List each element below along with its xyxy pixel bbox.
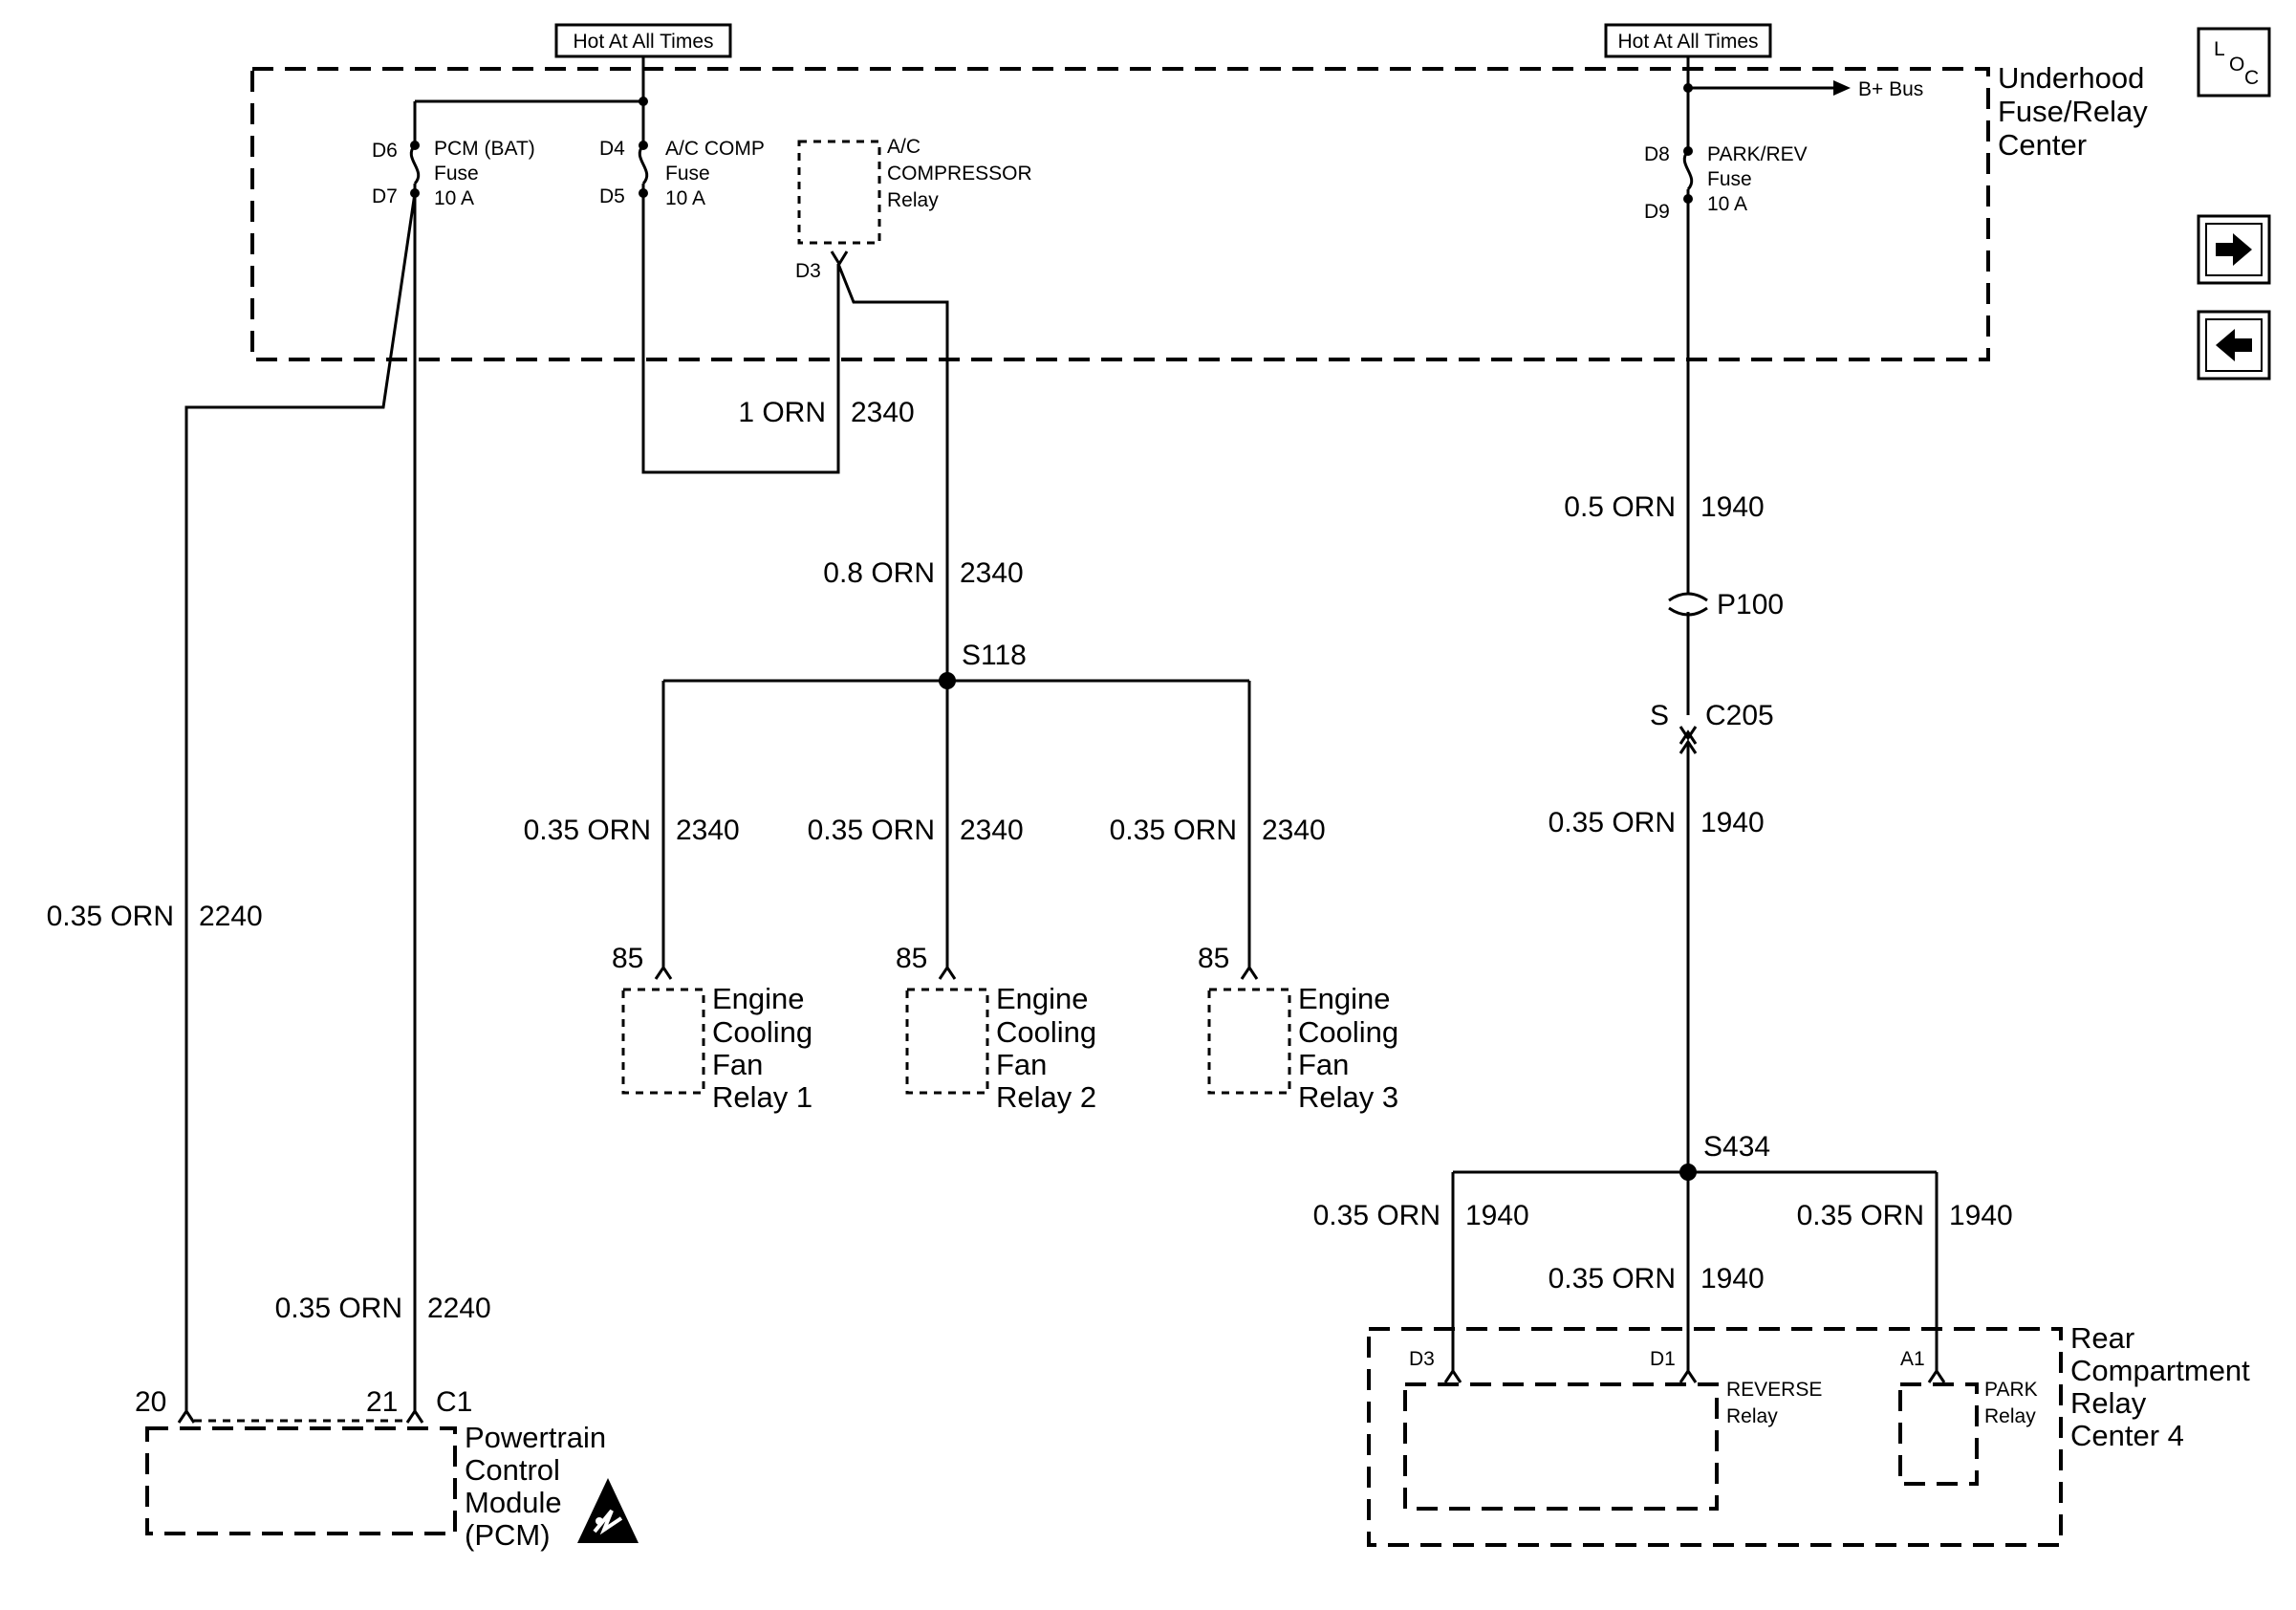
rear-pin-a1: A1 [1900, 1348, 1925, 1370]
fan-relay-2-label: Engine Cooling Fan Relay 2 [996, 982, 1105, 1114]
pcm-module-label: Powertrain Control Module (PCM) [465, 1421, 615, 1552]
pcm-pin-21: 21 [366, 1386, 398, 1418]
fan1-gauge: 0.35 ORN [524, 815, 651, 846]
ac-comp-fuse [638, 141, 649, 198]
ac-loop-gauge: 1 ORN [738, 397, 826, 428]
left-arrow-icon [2216, 329, 2252, 361]
loc-o-glyph: O [2229, 54, 2244, 76]
rear-right-gauge: 0.35 ORN [1797, 1200, 1924, 1231]
park-fuse-label: PARK/REV Fuse 10 A [1707, 143, 1813, 215]
hot-label-left-text: Hot At All Times [573, 31, 713, 53]
rear-center-gauge: 0.35 ORN [1549, 1263, 1676, 1295]
ac-fuse-symbol [638, 143, 649, 185]
c205-connector [1679, 726, 1698, 754]
b-plus-bus-arrow-icon [1833, 80, 1851, 96]
fan-relay-2 [905, 965, 989, 1095]
park-upper-gauge: 0.5 ORN [1564, 491, 1676, 523]
fan1-circuit: 2340 [676, 815, 740, 846]
park-relay-label: PARK Relay [1984, 1379, 2043, 1427]
park-mid-gauge: 0.35 ORN [1549, 807, 1676, 838]
park-relay-box [1898, 1382, 1979, 1486]
pcm-pin-20: 20 [135, 1386, 166, 1418]
fan3-gauge: 0.35 ORN [1110, 815, 1237, 846]
rear-pin-d1: D1 [1650, 1348, 1676, 1370]
p100-label: P100 [1717, 589, 1784, 620]
hot-label-right-text: Hot At All Times [1617, 31, 1758, 53]
ac-relay-pin-d3: D3 [795, 260, 821, 282]
next-page-button[interactable] [2197, 214, 2271, 285]
fan-relay-1-pin: 85 [612, 943, 643, 974]
ac-fuse-top-pin: D4 [599, 138, 625, 160]
ac-main-gauge: 0.8 ORN [823, 557, 935, 589]
hot-label-left: Hot At All Times [554, 23, 732, 58]
pcm-module-box [145, 1426, 457, 1535]
pcm-fuse-symbol [409, 143, 421, 185]
p100-connector [1668, 592, 1708, 715]
rear-right-circuit: 1940 [1949, 1200, 2013, 1231]
fan-relay-3 [1207, 965, 1291, 1095]
fan3-circuit: 2340 [1262, 815, 1326, 846]
pcm-connector-label: C1 [436, 1386, 472, 1418]
pcm-fuse-label: PCM (BAT) Fuse 10 A [434, 138, 541, 209]
pcm-connector-c1 [177, 1408, 424, 1424]
ac-relay-label: A/C COMPRESSOR Relay [887, 136, 1038, 211]
ac-compressor-relay-box [797, 140, 881, 245]
park-rev-fuse [1682, 146, 1694, 204]
pcm-fuse-bottom-pin: D7 [372, 185, 398, 207]
fan-relay-1-label: Engine Cooling Fan Relay 1 [712, 982, 821, 1114]
c205-type-label: S [1650, 700, 1669, 731]
fan-relay-2-pin: 85 [896, 943, 927, 974]
right-arrow-icon [2216, 233, 2252, 266]
fan-relay-3-pin: 85 [1198, 943, 1229, 974]
ac-loop-wire [641, 193, 840, 474]
pcm-right-circuit: 2240 [427, 1293, 491, 1324]
esd-warning-icon [577, 1478, 639, 1543]
ac-relay-connector [830, 250, 849, 267]
ac-loop-circuit: 2340 [851, 397, 915, 428]
hot-label-right: Hot At All Times [1604, 23, 1772, 58]
ac-main-wire [836, 263, 949, 681]
park-upper-circuit: 1940 [1700, 491, 1765, 523]
park-fuse-bottom-pin: D9 [1644, 201, 1670, 223]
splice-s118-label: S118 [962, 640, 1027, 671]
b-plus-bus-label: B+ Bus [1858, 78, 1923, 100]
pcm-left-circuit: 2240 [199, 901, 263, 932]
rear-left-gauge: 0.35 ORN [1313, 1200, 1440, 1231]
ac-fuse-label: A/C COMP Fuse 10 A [665, 138, 769, 209]
park-fuse-top-pin: D8 [1644, 143, 1670, 165]
rear-left-circuit: 1940 [1465, 1200, 1529, 1231]
rear-center-circuit: 1940 [1700, 1263, 1765, 1295]
pcm-bat-fuse [409, 141, 421, 198]
pcm-wire-left [184, 192, 417, 1413]
rear-relay-center-box [1367, 1327, 2063, 1547]
location-button[interactable]: L O C [2197, 27, 2271, 98]
pcm-fuse-top-pin: D6 [372, 140, 398, 162]
loc-l-glyph: L [2214, 38, 2225, 60]
loc-c-glyph: C [2244, 67, 2259, 89]
fan2-gauge: 0.35 ORN [808, 815, 935, 846]
c205-label: C205 [1705, 700, 1774, 731]
ac-main-circuit: 2340 [960, 557, 1024, 589]
fan2-circuit: 2340 [960, 815, 1024, 846]
ac-fuse-bottom-pin: D5 [599, 185, 625, 207]
rear-relay-center-label: Rear Compartment Relay Center 4 [2070, 1321, 2258, 1452]
fan-relay-3-label: Engine Cooling Fan Relay 3 [1298, 982, 1407, 1114]
rear-connectors [1443, 1368, 1946, 1383]
rear-pin-d3: D3 [1409, 1348, 1435, 1370]
reverse-relay-box [1403, 1382, 1719, 1511]
previous-page-button[interactable] [2197, 310, 2271, 381]
underhood-fuse-relay-center-box [250, 67, 1990, 361]
pcm-right-gauge: 0.35 ORN [275, 1293, 402, 1324]
pcm-left-gauge: 0.35 ORN [47, 901, 174, 932]
underhood-label: Underhood Fuse/Relay Center [1998, 61, 2155, 162]
park-mid-circuit: 1940 [1700, 807, 1765, 838]
fan-relay-1 [621, 965, 705, 1095]
splice-s434-label: S434 [1703, 1131, 1770, 1163]
reverse-relay-label: REVERSE Relay [1726, 1379, 1828, 1427]
